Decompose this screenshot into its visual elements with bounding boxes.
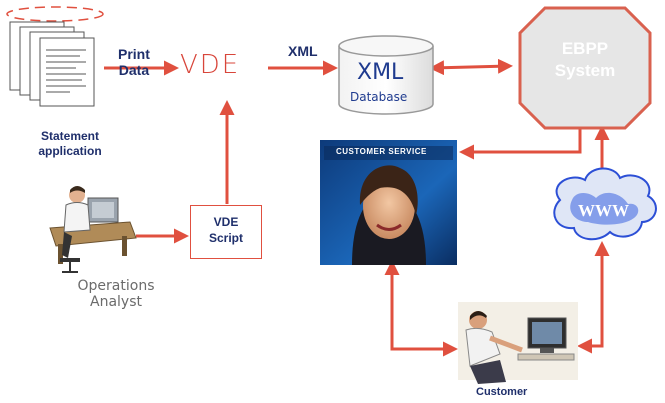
operations-analyst-label: Operations Analyst [60,278,172,310]
ebpp-label: EBPP System [527,38,643,82]
octagon-system-icon [518,6,652,130]
ebpp-line1: EBPP [561,39,609,58]
globe-cloud-icon [553,167,657,241]
www-label: WWW [578,201,629,220]
person-at-desk-icon [49,186,137,273]
cylinder-database-icon [338,35,434,115]
arrow-ebpp-to-service [459,122,582,160]
arrow-db-ebpp [429,58,513,76]
arrow-service-customer [384,260,458,357]
ebpp-line2: System [554,61,616,80]
analyst-line2: Analyst [90,294,142,310]
db-title: XML [357,60,404,85]
arrow-www-customer [577,241,610,354]
print-label-line1: Print [118,46,150,62]
statement-label-line2: application [38,144,102,158]
print-data-label: Print Data [118,46,150,78]
vde-script-line2: Script [208,231,243,245]
statement-label-line1: Statement [40,129,99,143]
vde-script-label: VDE Script [191,214,261,246]
customer-at-computer-icon [458,302,578,384]
xml-arrow-label: XML [288,43,318,59]
analyst-line1: Operations [77,278,155,294]
vde-script-line1: VDE [213,215,239,229]
stacked-documents-icon [6,6,104,107]
statement-application-label: Statement application [24,129,116,159]
customer-label: Customer [476,386,528,398]
print-label-line2: Data [118,62,150,78]
db-subtitle: Database [350,90,408,104]
vde-script-box: VDE Script [190,205,262,259]
customer-service-banner: CUSTOMER SERVICE [336,147,427,156]
customer-service-agent-photo [320,140,457,265]
vde-logo: VDE [180,50,241,80]
